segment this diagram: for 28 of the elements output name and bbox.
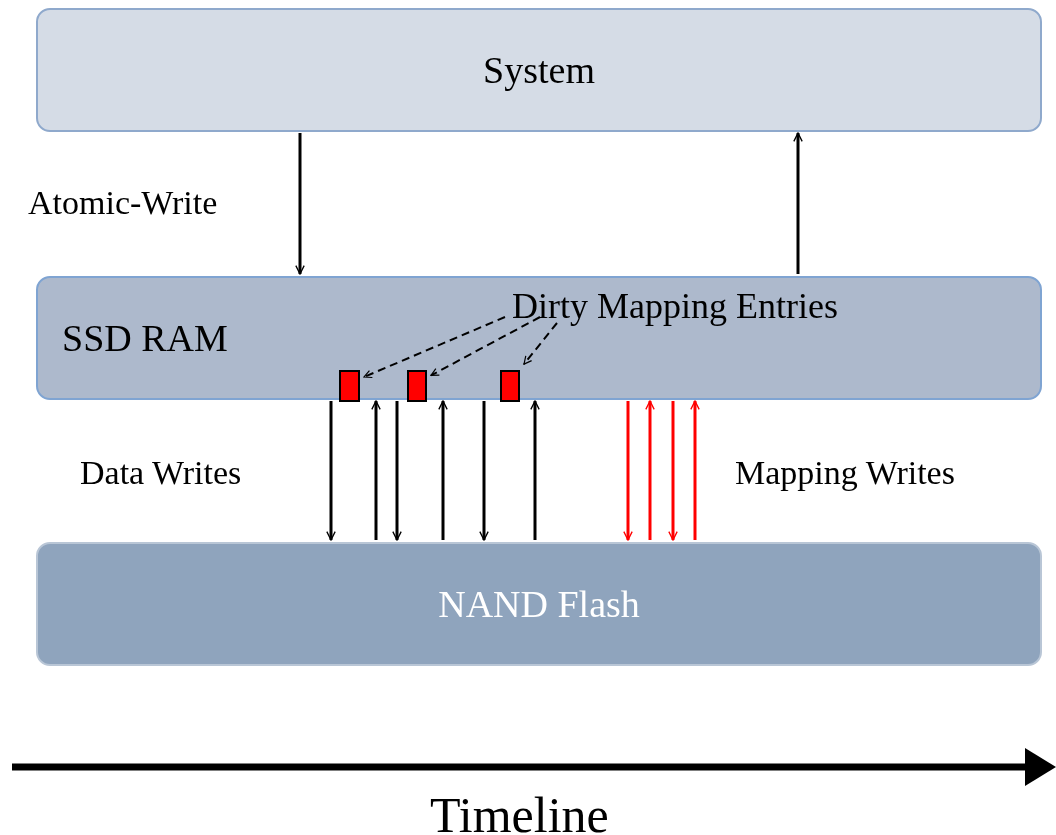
arrow [326, 401, 336, 541]
annotation-label: Data Writes [80, 456, 242, 490]
box-title: SSD RAM [62, 319, 228, 357]
system-box [36, 8, 1042, 132]
dirty-entry-block [407, 370, 427, 402]
arrow [392, 401, 402, 541]
axis-title: Timeline [430, 790, 609, 835]
box-title: System [483, 51, 595, 89]
arrow [479, 401, 489, 541]
dirty-entry-block [500, 370, 520, 402]
leader-line [430, 316, 541, 377]
arrow [371, 400, 381, 540]
arrow [623, 401, 633, 541]
arrow [438, 400, 448, 540]
callout-label: Dirty Mapping Entries [512, 287, 902, 325]
leader-line [363, 316, 506, 379]
arrow [295, 133, 305, 275]
arrow [668, 401, 678, 541]
annotation-label: Mapping Writes [735, 456, 955, 490]
box-title: NAND Flash [438, 585, 640, 623]
arrow [530, 400, 540, 540]
arrow [793, 132, 803, 274]
arrow [690, 400, 700, 540]
flash-box [36, 542, 1042, 666]
ram-box [36, 276, 1042, 400]
leader-line [523, 322, 558, 366]
dirty-entry-block [339, 370, 360, 402]
arrow [645, 400, 655, 540]
